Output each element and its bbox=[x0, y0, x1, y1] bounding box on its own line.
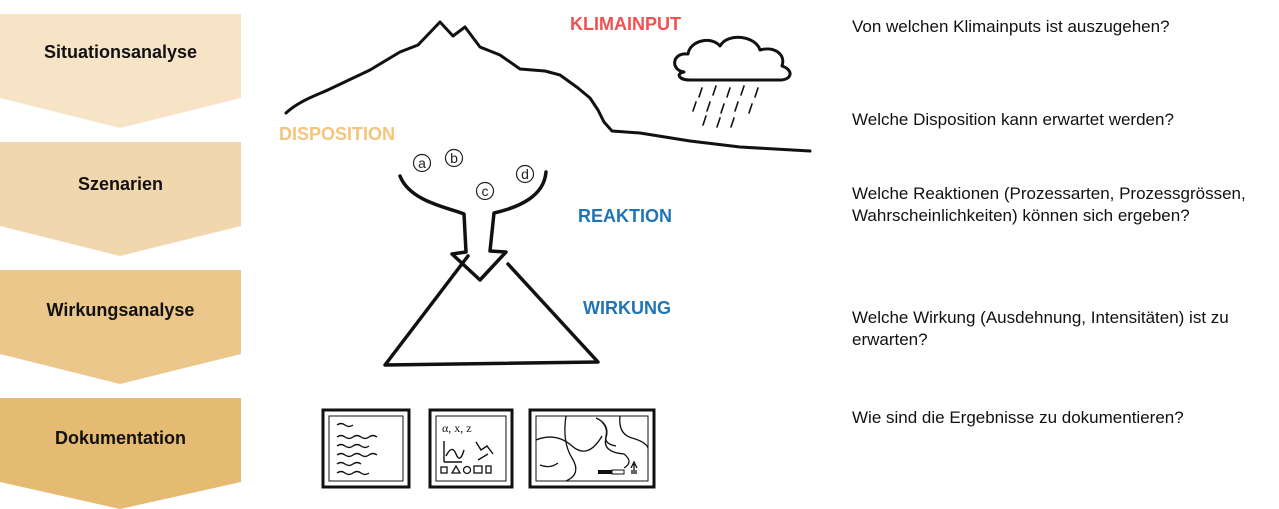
text-document-icon bbox=[321, 408, 411, 489]
chevron-shape bbox=[0, 398, 241, 509]
keyword-wirkung: WIRKUNG bbox=[583, 298, 671, 318]
question-reaktion: Welche Reaktionen (Prozessarten, Prozess… bbox=[852, 184, 1246, 225]
step-label: Wirkungsanalyse bbox=[46, 300, 195, 320]
scenario-marker-d bbox=[515, 164, 535, 184]
formula-document-icon: α, x, z bbox=[428, 408, 514, 489]
svg-text:c: c bbox=[482, 183, 489, 199]
scenario-marker-c bbox=[475, 181, 495, 201]
rain-cloud-icon bbox=[673, 35, 792, 128]
svg-text:a: a bbox=[418, 155, 426, 171]
keyword-disposition: DISPOSITION bbox=[279, 124, 396, 144]
scenario-marker-a bbox=[412, 153, 432, 173]
keyword-reaktion: REAKTION bbox=[578, 206, 672, 226]
svg-text:d: d bbox=[521, 166, 529, 182]
svg-text:b: b bbox=[450, 150, 458, 166]
question-klimainput: Von welchen Klimainputs ist auszugehen? bbox=[852, 17, 1170, 36]
step-label: Situationsanalyse bbox=[43, 42, 198, 62]
chevron-shape bbox=[0, 142, 241, 256]
funnel-sketch bbox=[398, 170, 548, 282]
question-disposition: Welche Disposition kann erwartet werden? bbox=[852, 110, 1174, 129]
process-illustration: a b c d α, x, z bbox=[284, 20, 812, 489]
map-document-icon bbox=[528, 408, 656, 489]
scenario-marker-b bbox=[444, 148, 464, 168]
scenario-markers: a b c d bbox=[412, 148, 535, 201]
keyword-klimainput: KLIMAINPUT bbox=[570, 14, 681, 34]
chevron-shape bbox=[0, 14, 241, 128]
question-dokumentation: Wie sind die Ergebnisse zu dokumentieren… bbox=[852, 408, 1184, 427]
cone-sketch bbox=[383, 254, 600, 367]
step-label: Dokumentation bbox=[54, 428, 186, 448]
question-wirkung: Welche Wirkung (Ausdehnung, Intensitäten… bbox=[852, 308, 1229, 349]
step-label: Szenarien bbox=[77, 174, 164, 194]
mountain-sketch bbox=[284, 20, 812, 153]
svg-text:α, x, z: α, x, z bbox=[442, 421, 472, 435]
chevron-shape bbox=[0, 270, 241, 384]
